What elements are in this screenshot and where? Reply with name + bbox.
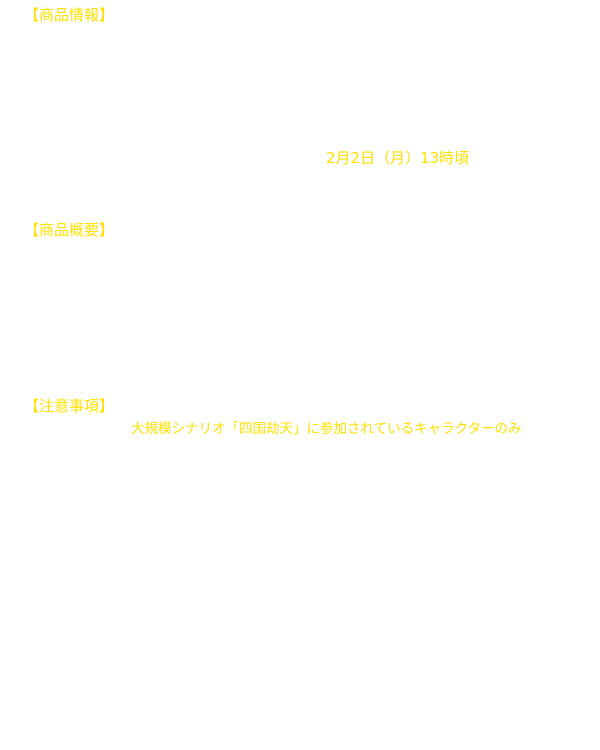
product-overview-heading: 【商品概要】 <box>24 221 115 239</box>
product-info-heading: 【商品情報】 <box>24 6 115 24</box>
release-date-text: 2月2日（月）13時頃 <box>326 149 470 167</box>
eligibility-text: 大規模シナリオ「四国劫天」に参加されているキャラクターのみ <box>131 421 522 437</box>
notes-heading: 【注意事項】 <box>24 397 115 415</box>
